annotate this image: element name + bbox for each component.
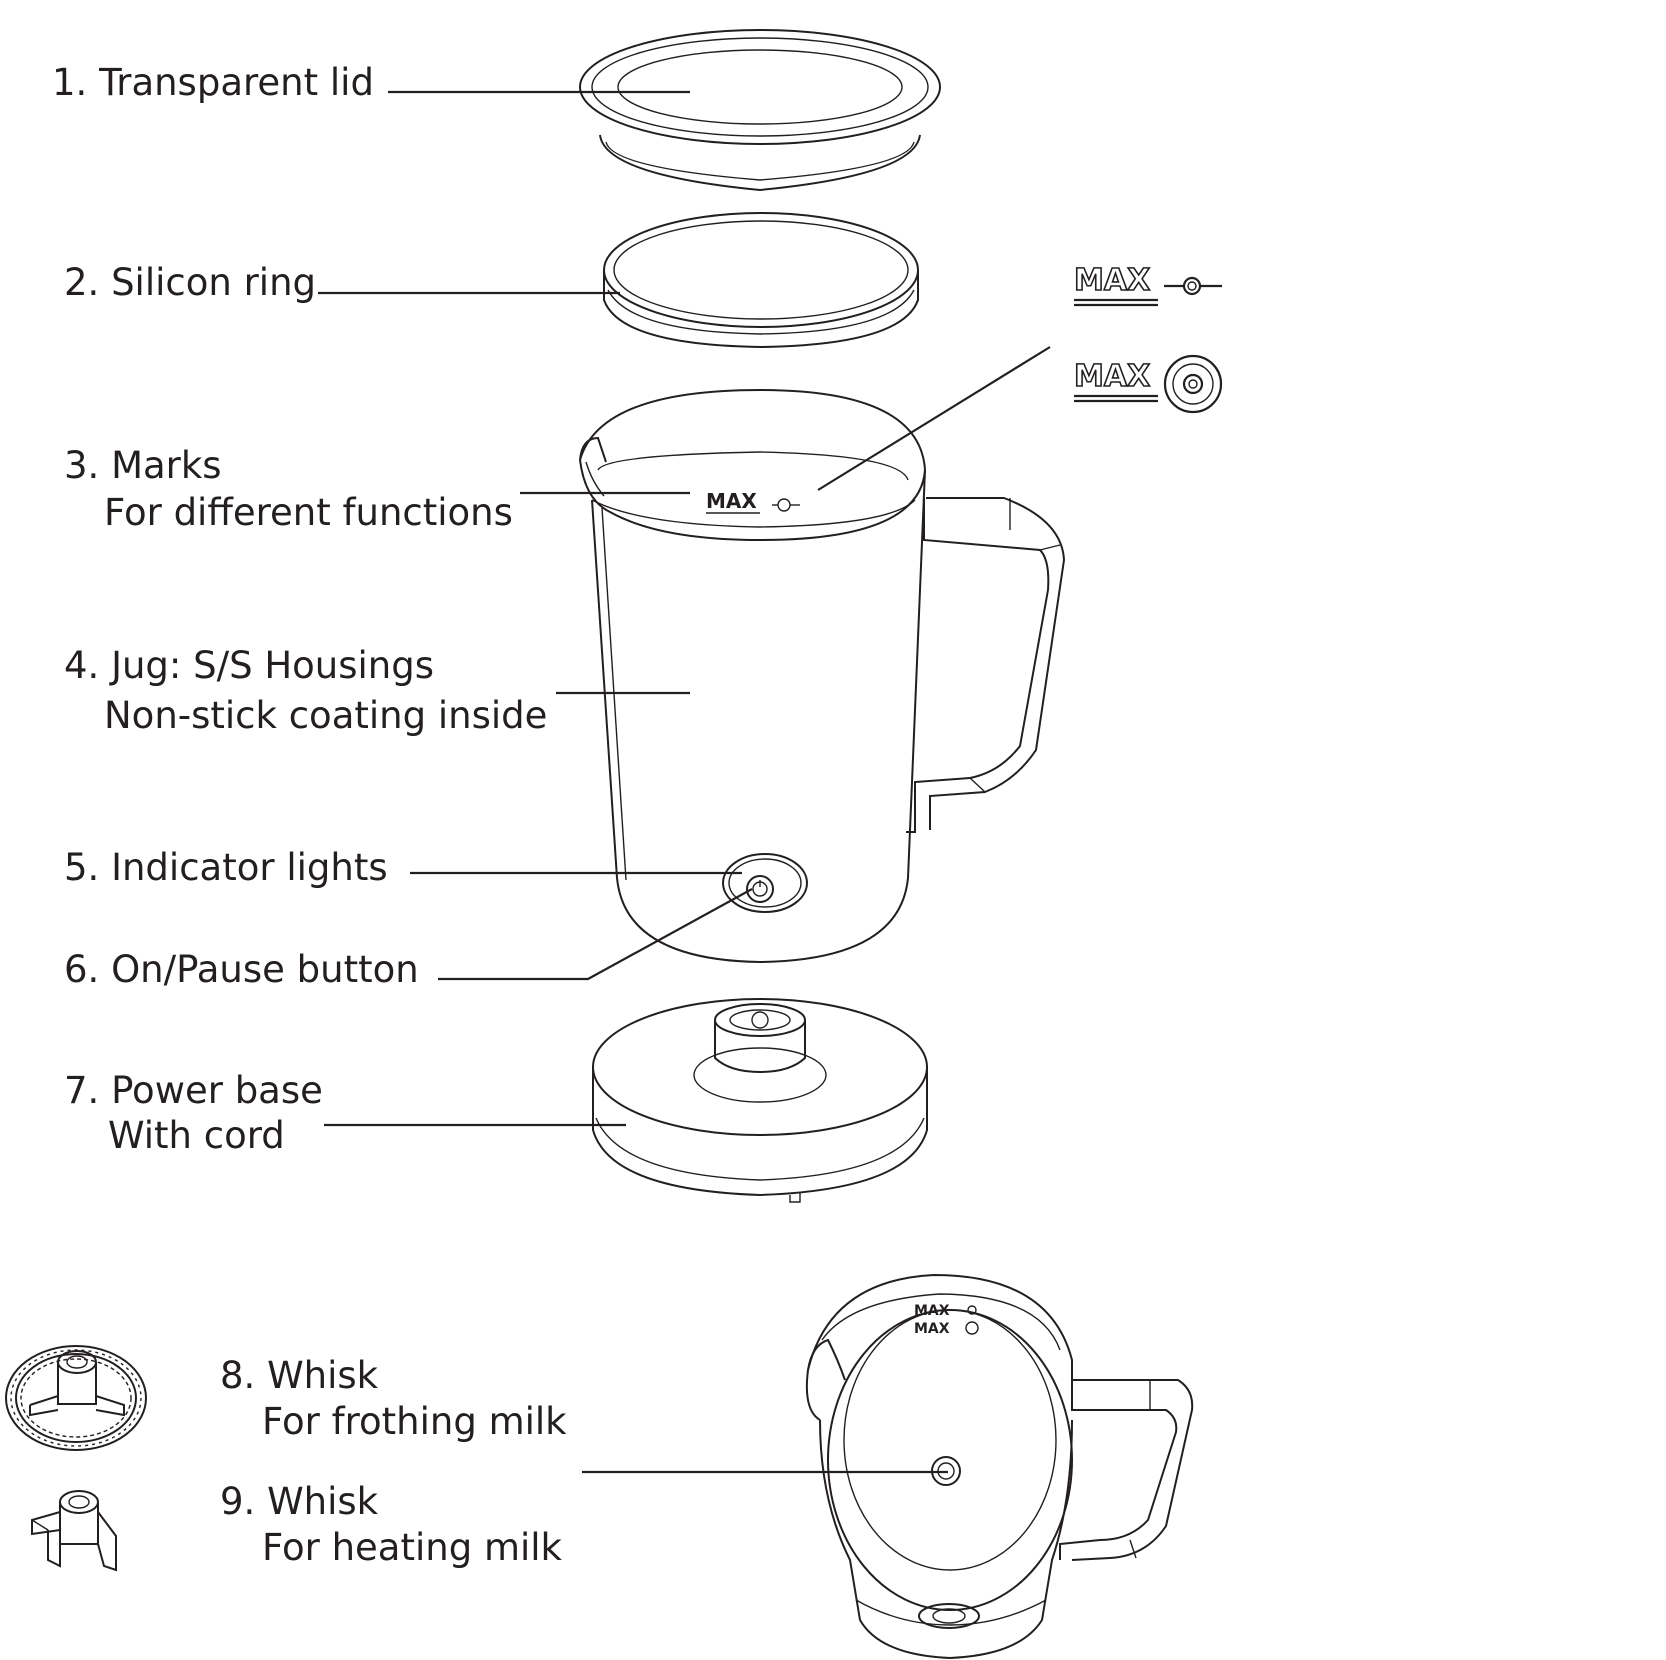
callout-jug: 4. Jug: S/S Housings Non-stick coating i…: [64, 644, 690, 737]
callout-whisk-heat-line-2: For heating milk: [262, 1526, 563, 1569]
callout-indicator: 5. Indicator lights: [64, 846, 742, 889]
svg-text:MAX: MAX: [1074, 263, 1150, 298]
leader-line-max-marks: [817, 346, 1051, 491]
callout-button: 6. On/Pause button: [64, 888, 753, 991]
callout-marks-line-2: For different functions: [104, 491, 513, 534]
svg-text:MAX: MAX: [1074, 359, 1150, 394]
transparent-lid-drawing: [579, 29, 941, 192]
on-pause-button-drawing: [722, 853, 808, 913]
max-mark-on-jug: MAX: [706, 489, 800, 514]
callout-button-line-1: 6. On/Pause button: [64, 948, 419, 991]
callout-marks-line-1: 3. Marks: [64, 444, 222, 487]
froth-whisk-symbol: [1164, 276, 1222, 296]
callout-indicator-line-1: 5. Indicator lights: [64, 846, 388, 889]
leader-line-button: [438, 888, 753, 981]
max-mark-heat: MAX: [1073, 354, 1223, 414]
callout-whisk-froth-line-1: 8. Whisk: [220, 1354, 379, 1397]
svg-text:MAX: MAX: [706, 489, 757, 513]
svg-text:MAX: MAX: [914, 1321, 950, 1337]
callout-marks: 3. Marks For different functions: [64, 444, 690, 534]
callout-ring-line-1: 2. Silicon ring: [64, 261, 316, 304]
callout-whisk-froth: 8. Whisk For frothing milk: [220, 1354, 948, 1474]
callout-whisk-froth-line-2: For frothing milk: [262, 1400, 567, 1443]
callout-jug-line-2: Non-stick coating inside: [104, 694, 547, 737]
callout-whisk-heat: 9. Whisk For heating milk: [220, 1480, 563, 1569]
svg-text:MAX: MAX: [914, 1303, 950, 1319]
callout-base-line-2: With cord: [108, 1114, 285, 1157]
callout-base: 7. Power base With cord: [64, 1069, 626, 1157]
heating-whisk-drawing: [31, 1490, 117, 1572]
callout-jug-line-1: 4. Jug: S/S Housings: [64, 644, 434, 687]
silicon-ring-drawing: [603, 212, 919, 349]
power-base-drawing: [592, 998, 928, 1203]
frothing-whisk-drawing: [5, 1345, 147, 1451]
jug-top-view-drawing: MAX MAX: [805, 1273, 1194, 1660]
max-marks-detail: MAX MAX: [1073, 262, 1223, 414]
callout-lid: 1. Transparent lid: [52, 61, 690, 104]
heat-whisk-symbol: [1163, 354, 1223, 414]
jug-drawing: MAX: [579, 346, 1066, 964]
callout-base-line-1: 7. Power base: [64, 1069, 323, 1112]
max-mark-froth: MAX: [1073, 262, 1222, 307]
callout-lid-line-1: 1. Transparent lid: [52, 61, 374, 104]
callout-ring: 2. Silicon ring: [64, 261, 620, 304]
callout-whisk-heat-line-1: 9. Whisk: [220, 1480, 379, 1523]
